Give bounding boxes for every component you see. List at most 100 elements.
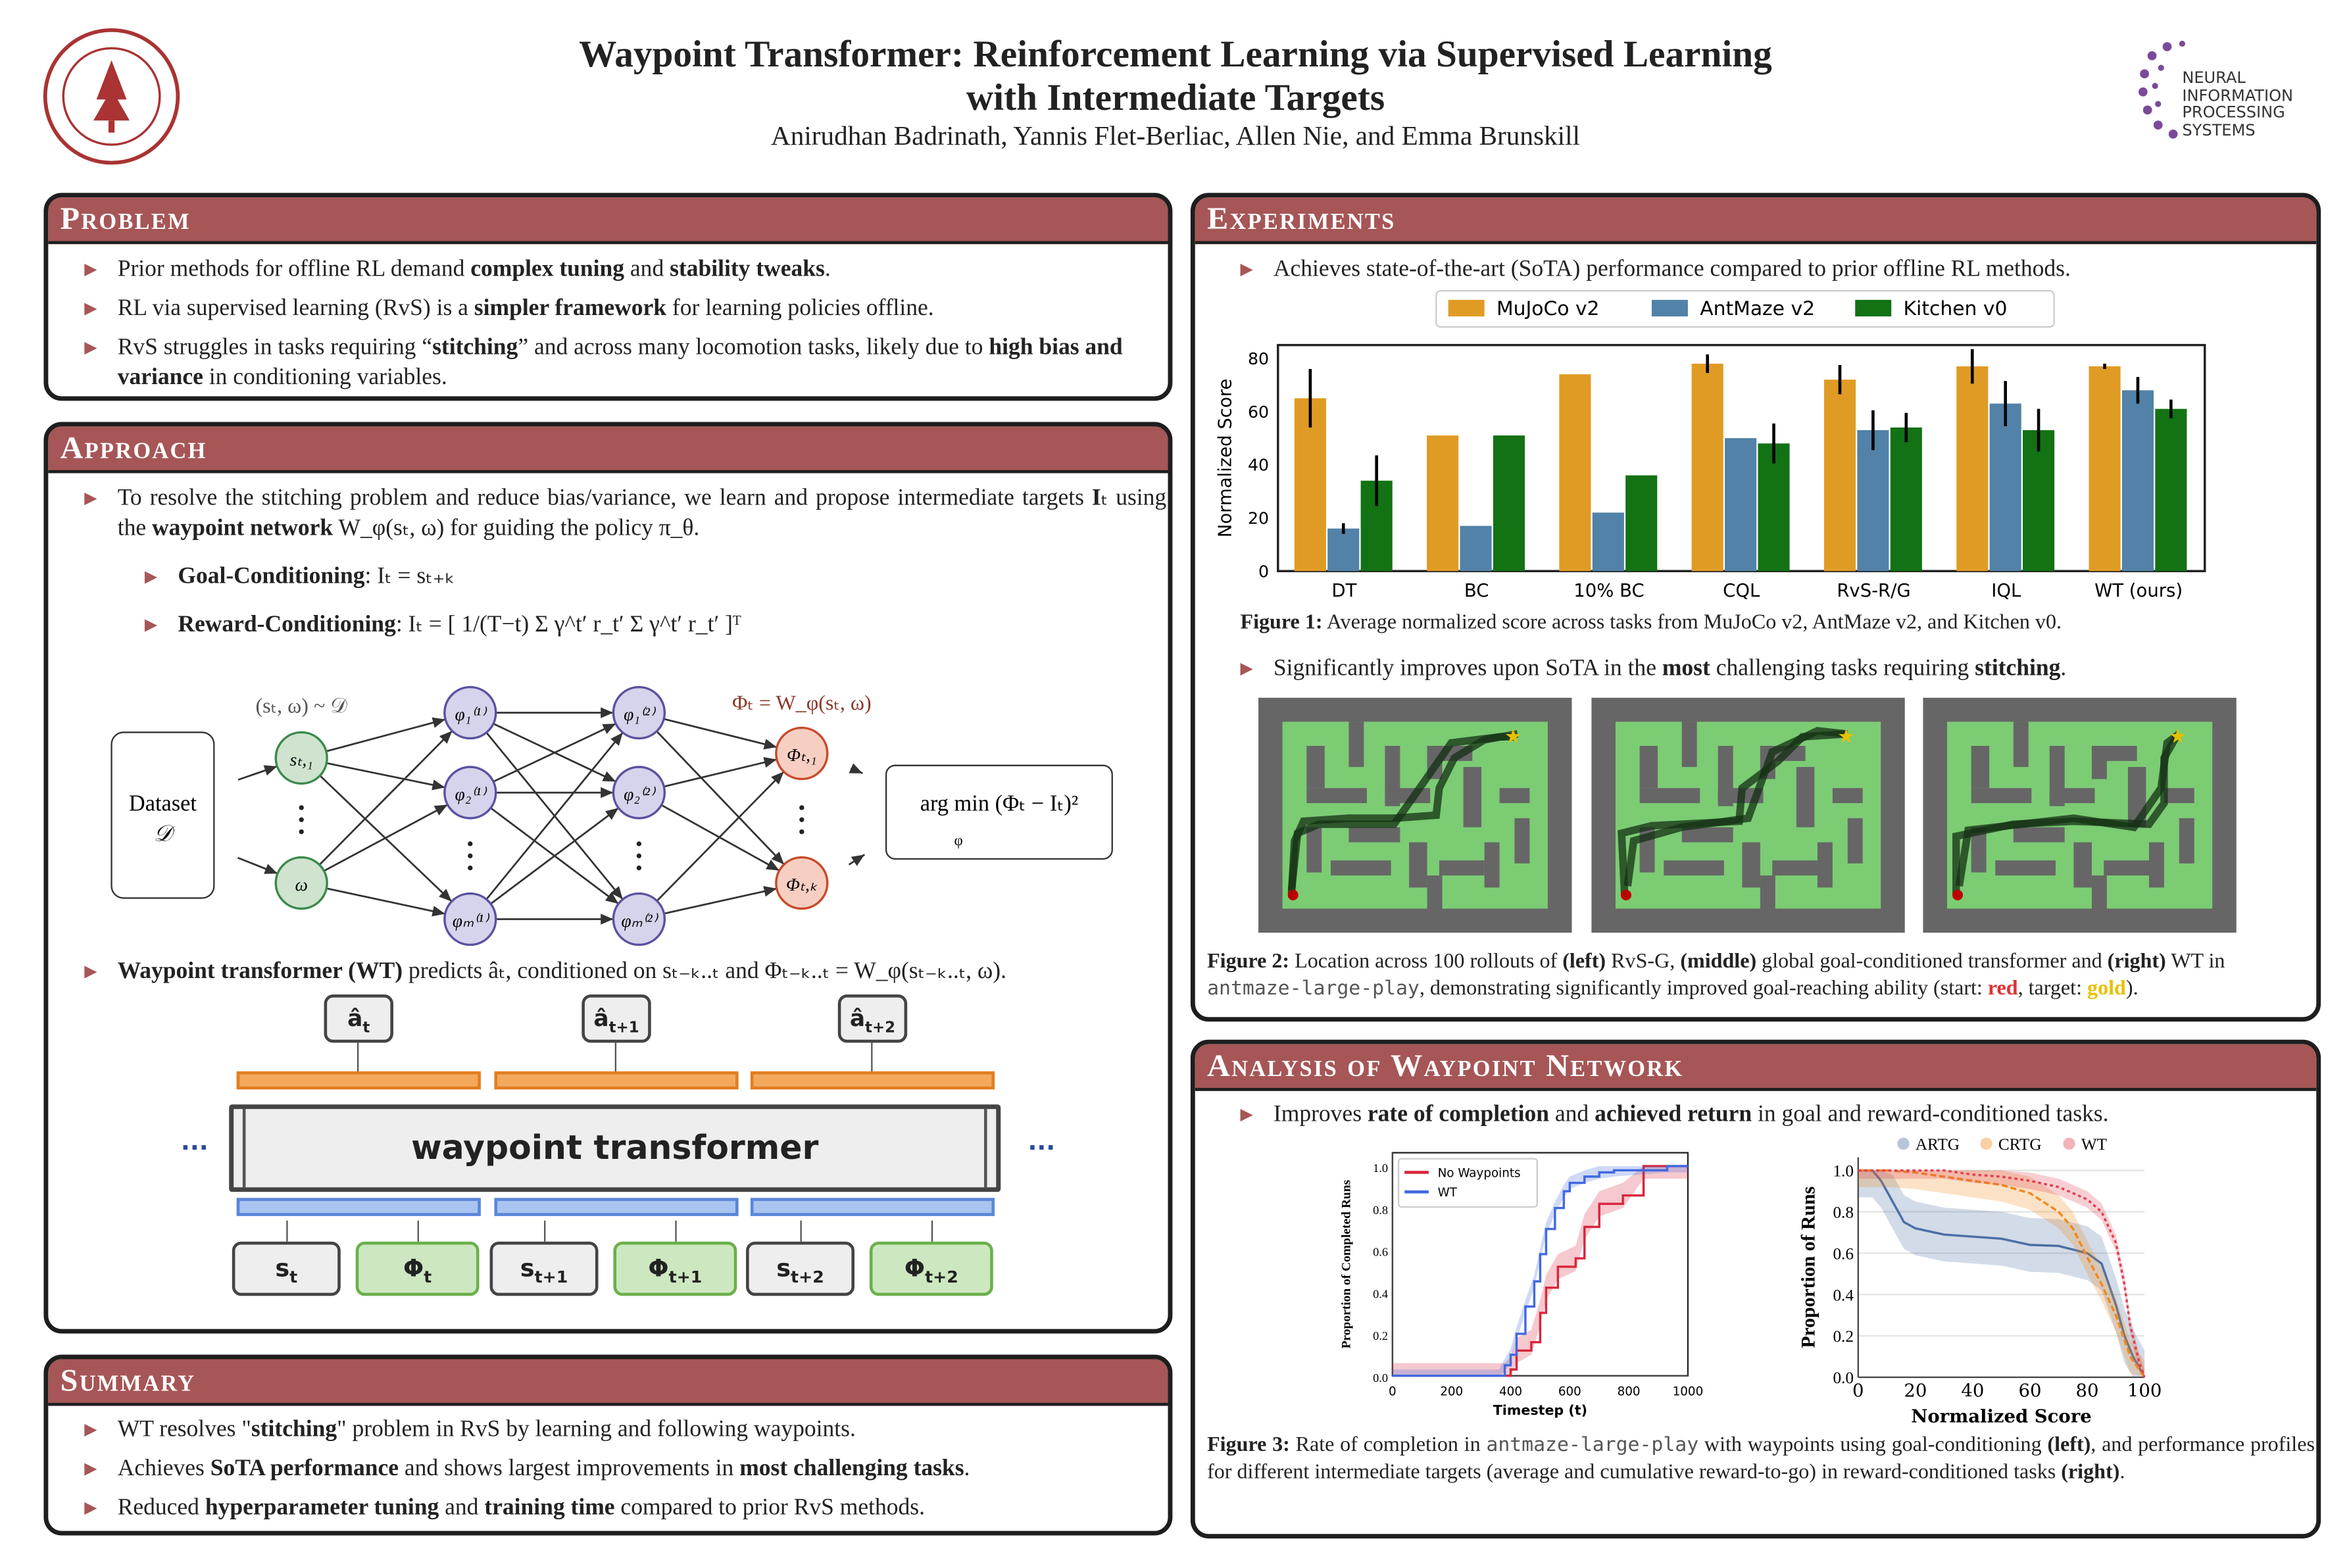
summary-panel: Summary WT resolves "stitching" problem … — [43, 1354, 1173, 1536]
bar-antmaze-v2 — [1725, 438, 1757, 572]
goal-node — [274, 856, 328, 910]
waypoint-output-node — [775, 726, 829, 781]
network-edge — [664, 886, 778, 915]
legend-marker — [2063, 1137, 2075, 1150]
network-edge — [660, 804, 780, 871]
maze-wall — [2148, 842, 2164, 888]
bar-mujoco-v2 — [1691, 363, 1723, 572]
text-segment: predicts âₜ, conditioned on sₜ₋ₖ..ₜ and … — [403, 958, 1007, 985]
y-tick-label: 0.6 — [1833, 1245, 1853, 1263]
rollout-trajectories — [1623, 727, 1845, 887]
text-segment: Reward-Conditioning — [178, 612, 396, 638]
legend-swatch — [1855, 299, 1892, 317]
text-segment: complex tuning — [470, 256, 625, 282]
maze-wall — [1971, 788, 2032, 804]
text-segment: : Iₜ = [ 1/(T−t) Σ γ^t′ r_t′ Σ γ^t′ r_t′… — [395, 612, 741, 638]
ellipsis-dot — [468, 853, 473, 858]
text-segment: ). — [2125, 977, 2139, 1001]
legend-swatch — [1651, 299, 1688, 317]
y-tick-label: 0.8 — [1833, 1204, 1853, 1222]
series-line-wt — [1858, 1169, 2146, 1378]
maze-wall — [1463, 767, 1482, 827]
poster-title-line2: with Intermediate Targets — [966, 78, 1385, 119]
network-edge — [326, 717, 446, 752]
legend-label: CRTG — [1998, 1136, 2042, 1154]
bar-mujoco-v2 — [1559, 374, 1591, 572]
legend-marker — [1897, 1137, 1910, 1150]
text-segment: most challenging tasks — [739, 1456, 964, 1482]
maze-wall — [1817, 842, 1833, 888]
waypoint-token-box: Φt+1 — [613, 1241, 737, 1296]
x-axis-label: Normalized Score — [1911, 1406, 2091, 1427]
arrow-line — [800, 1220, 802, 1242]
y-axis-label: Proportion of Runs — [1798, 1187, 1819, 1348]
y-tick-label: 0.8 — [1373, 1204, 1388, 1217]
hidden2-node-label: φ₁⁽²⁾ — [624, 704, 656, 724]
bar-kitchen-v0 — [2155, 408, 2187, 572]
token-subscript: t+1 — [668, 1267, 703, 1287]
maze-rollouts-global-goal-transformer: ★ — [1591, 697, 1905, 933]
text-segment: Location across 100 rollouts of — [1289, 950, 1563, 973]
bar-mujoco-v2 — [1956, 366, 1989, 572]
text-segment: in conditioning variables. — [203, 364, 447, 391]
text-segment: high bias and variance — [117, 334, 1123, 391]
text-segment: hyperparameter tuning — [205, 1494, 439, 1521]
token-symbol: Φ — [648, 1254, 669, 1283]
hidden2-node-label: φ₂⁽²⁾ — [624, 785, 656, 804]
text-segment: (middle) — [1680, 950, 1757, 973]
maze-wall — [1484, 842, 1500, 888]
text-segment: for learning policies offline. — [666, 295, 934, 321]
maze-wall — [2091, 875, 2107, 909]
text-segment: , target: — [2017, 977, 2088, 1001]
analysis-heading: Analysis of Waypoint Network — [1195, 1044, 2317, 1091]
x-tick-label: 40 — [1961, 1381, 1984, 1402]
text-segment: (left) — [2047, 1434, 2091, 1458]
text-segment: Average normalized score across tasks fr… — [1322, 612, 2062, 635]
maze-wall — [1847, 818, 1863, 864]
network-edge — [493, 723, 616, 783]
x-tick-label: 200 — [1440, 1384, 1463, 1398]
text-segment: Significantly improves upon SoTA in the — [1273, 655, 1662, 681]
hidden2-node — [612, 892, 666, 946]
experiments-bullet: Significantly improves upon SoTA in the … — [1237, 654, 2308, 684]
text-segment: stitching — [251, 1416, 337, 1442]
legend-label: WT — [1438, 1186, 1458, 1200]
input-embedding-bar — [750, 1198, 995, 1216]
text-segment: Figure 2: — [1207, 950, 1290, 973]
maze-wall — [1639, 788, 1700, 804]
network-edge — [663, 757, 778, 788]
y-tick-label: 0 — [1258, 562, 1269, 581]
text-segment: (right) — [2107, 950, 2166, 973]
state-token-box: st — [232, 1241, 341, 1296]
waypoint-output-node-label: Φₜ,ₖ — [786, 875, 818, 894]
ellipsis-dot — [468, 865, 473, 871]
maze-wall — [1742, 842, 1760, 888]
text-segment: stitching — [1975, 655, 2061, 681]
x-tick-label: DT — [1331, 580, 1356, 601]
wt-bullet: Waypoint transformer (WT) predicts âₜ, c… — [82, 957, 1167, 987]
text-segment: . — [824, 256, 831, 282]
input-embedding-bar — [494, 1198, 739, 1216]
y-tick-label: 20 — [1248, 509, 1269, 528]
maze-wall — [2104, 860, 2149, 876]
text-segment: Achieves state-of-the-art (SoTA) perform… — [1273, 256, 2071, 282]
text-segment: and — [1549, 1101, 1595, 1127]
maze-wall — [1832, 788, 1863, 804]
neurips-word: INFORMATION — [2182, 86, 2294, 105]
text-segment: waypoint network — [151, 515, 334, 541]
text-segment: (right) — [2061, 1461, 2120, 1484]
hidden1-node-label: φₘ⁽¹⁾ — [453, 911, 490, 931]
bar-mujoco-v2 — [2089, 366, 2121, 572]
text-segment: red — [1987, 977, 2018, 1001]
x-tick-label: 400 — [1499, 1384, 1522, 1398]
y-axis-label: Normalized Score — [1215, 379, 1236, 538]
network-edge — [656, 730, 785, 866]
predicted-action-box: ât — [324, 994, 393, 1043]
action-symbol: â — [849, 1005, 866, 1033]
text-segment: antmaze-large-play — [1486, 1434, 1699, 1458]
loss-expression: arg min (Φₜ − Iₜ)² — [920, 791, 1078, 816]
bar-kitchen-v0 — [1890, 427, 1922, 572]
y-tick-label: 40 — [1248, 456, 1269, 475]
